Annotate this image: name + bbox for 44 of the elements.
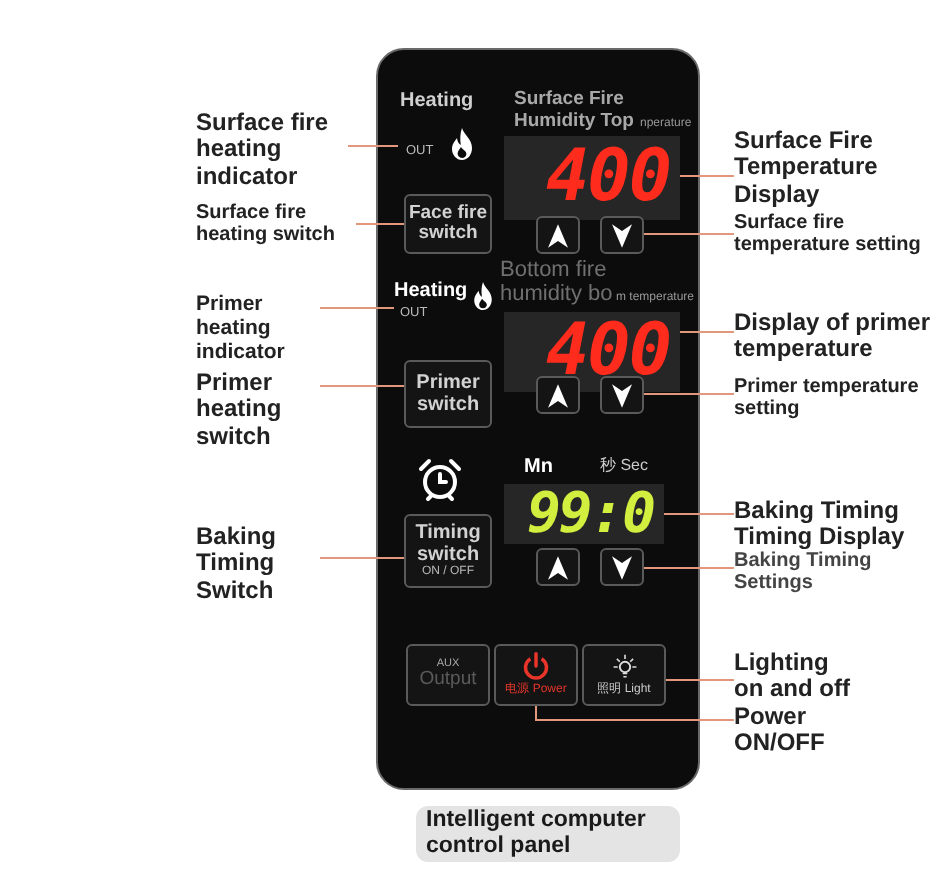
callout-text: Primer temperature setting bbox=[734, 376, 950, 421]
callout-text: Baking Timing Timing Display bbox=[734, 498, 934, 552]
down-button bbox=[600, 216, 644, 254]
leader-line bbox=[643, 233, 735, 235]
callout-text: Display of primer temperature bbox=[734, 310, 950, 364]
callout-text: Primer heating indicator bbox=[196, 294, 320, 365]
down-button bbox=[600, 376, 644, 414]
up-button bbox=[536, 376, 580, 414]
led-display: 400 bbox=[504, 136, 680, 220]
leader-line bbox=[319, 385, 405, 387]
unit-label: 秒 Sec bbox=[600, 458, 651, 476]
up-button bbox=[536, 548, 580, 586]
callout-text: Power ON/OFF bbox=[734, 704, 886, 758]
leader-line bbox=[643, 567, 735, 569]
leader-line bbox=[355, 223, 405, 225]
callout-text: Baking Timing Switch bbox=[196, 524, 320, 605]
leader-line bbox=[665, 679, 735, 681]
callout-text: Surface fire heating switch bbox=[196, 202, 356, 247]
leader-line bbox=[347, 145, 399, 147]
callout-text: Surface fire heating indicator bbox=[196, 110, 348, 191]
leader-line bbox=[679, 175, 735, 177]
switch-button: Primer switch bbox=[404, 360, 492, 428]
indicator-label: Heating bbox=[400, 92, 474, 112]
up-button bbox=[536, 216, 580, 254]
leader-line bbox=[535, 705, 735, 721]
led-display: 99:0 bbox=[504, 484, 664, 544]
leader-line bbox=[643, 393, 735, 395]
led-display: 400 bbox=[504, 312, 680, 392]
leader-line bbox=[679, 331, 735, 333]
indicator-label: Heating bbox=[394, 282, 468, 302]
callout-text: Baking Timing Settings bbox=[734, 550, 914, 595]
switch-button: Face fire switch bbox=[404, 194, 492, 254]
callout-text: Primer heating switch bbox=[196, 370, 320, 451]
down-button bbox=[600, 548, 644, 586]
callout-text: Surface fire temperature setting bbox=[734, 212, 950, 257]
unit-label: Mn bbox=[524, 456, 555, 479]
section-heading: Bottom fire humidity bo bbox=[500, 258, 615, 308]
leader-line bbox=[319, 307, 395, 309]
callout-text: Surface Fire Temperature Display bbox=[734, 128, 906, 209]
section-heading: Surface Fire Humidity Top bbox=[514, 90, 636, 133]
callout-text: Lighting on and off bbox=[734, 650, 858, 704]
caption: Intelligent computer control panel bbox=[416, 806, 680, 863]
leader-line bbox=[663, 513, 735, 515]
leader-line bbox=[319, 557, 405, 559]
